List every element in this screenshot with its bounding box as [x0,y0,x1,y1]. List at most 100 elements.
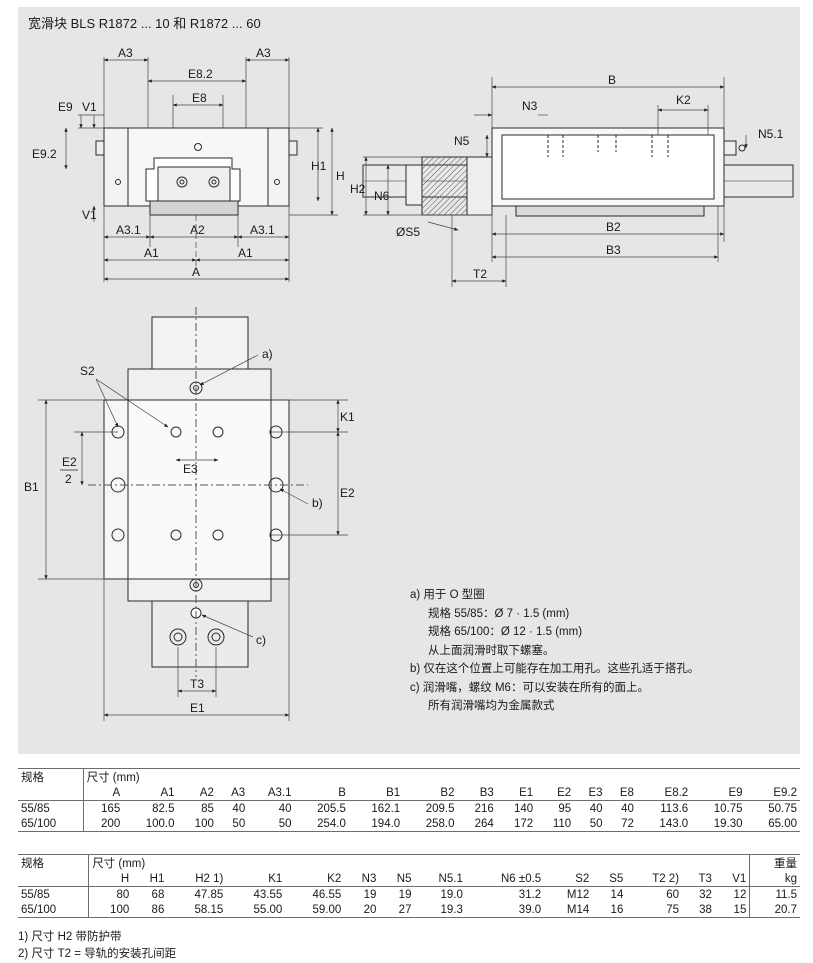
footnote-1: 1) 尺寸 H2 带防护带 [18,931,122,943]
table1-value-cell: 194.0 [348,816,404,832]
svg-text:B1: B1 [24,480,39,494]
table2-value-cell: 86 [132,902,168,918]
table1-col-header: E2 [557,786,572,799]
top-view [88,307,308,677]
table1-value-cell: 72 [605,816,637,832]
top-view-labels: a) S2 K1 E2 2 B1 E3 b) E2 c) T3 E1 [24,347,355,715]
svg-text:E8.2: E8.2 [188,67,213,81]
front-view-labels: A3 A3 E8.2 E8 E9 V1 E9.2 H1 H V1 A3.1 A2… [32,46,345,279]
svg-text:E9.2: E9.2 [32,147,57,161]
table2-value-cell: 46.55 [285,886,345,902]
figure-notes: a) 用于 O 型圈 规格 55/85：Ø 7 · 1.5 (mm) 规格 65… [410,586,699,716]
table2-weight-header: 重量 [749,854,800,871]
svg-text:A3.1: A3.1 [116,223,141,237]
front-view-dims [64,57,338,282]
table2-value-cell: 59.00 [285,902,345,918]
table2-col-header: K1 [268,872,283,885]
drawing-canvas: A3 A3 E8.2 E8 E9 V1 E9.2 H1 H V1 A3.1 A2… [24,46,794,721]
table2-col-header: V1 [732,872,747,885]
table1-value-cell: 205.5 [294,800,349,816]
table2-value-cell: 43.55 [226,886,286,902]
table1-value-cell: 264 [457,816,497,832]
table1-col-header: B2 [440,786,455,799]
svg-text:A3: A3 [256,46,271,60]
table1-col-header: B1 [386,786,401,799]
table1-value-cell: 143.0 [636,816,692,832]
table2-size-cell: 65/100 [18,902,89,918]
svg-text:S2: S2 [80,364,95,378]
svg-text:E2: E2 [340,486,355,500]
table1-value-cell: 50 [248,816,295,832]
svg-text:A2: A2 [190,223,205,237]
table1-value-cell: 172 [496,816,537,832]
table2-value-cell: 39.0 [465,902,545,918]
table1-value-cell: 113.6 [636,800,692,816]
table1-value-cell: 50 [216,816,249,832]
table1-value-cell: 85 [177,800,217,816]
table1-unit-header: 尺寸 (mm) [82,768,800,785]
table1-value-cell: 40 [605,800,637,816]
table2-value-cell: 68 [132,886,168,902]
svg-text:K2: K2 [676,93,691,107]
table1-value-cell: 258.0 [403,816,458,832]
table1-size-header: 规格 [18,768,84,785]
svg-text:V1: V1 [82,100,97,114]
svg-text:B2: B2 [606,220,621,234]
note-b: b) 仅在这个位置上可能存在加工用孔。这些孔适于搭孔。 [410,663,700,675]
table1-col-header: E9 [728,786,743,799]
table1-col-header: E3 [588,786,603,799]
note-a-plug: 从上面润滑时取下螺塞。 [428,644,555,657]
table2-value-cell: 80 [88,886,133,902]
svg-text:a): a) [262,347,273,361]
table2-col-header: N5 [396,872,412,885]
table2-size-cell: 55/85 [18,886,89,902]
svg-text:c): c) [256,633,266,647]
table1-value-cell: 40 [248,800,295,816]
table1-value-cell: 110 [536,816,575,832]
svg-text:N5.1: N5.1 [758,127,784,141]
svg-text:T2: T2 [473,267,487,281]
table1-value-cell: 40 [216,800,249,816]
table1-value-cell: 10.75 [691,800,746,816]
table2-value-cell: M14 [544,902,593,918]
table1-value-cell: 82.5 [123,800,178,816]
svg-text:N5: N5 [454,134,470,148]
note-c: c) 润滑嘴，螺纹 M6：可以安装在所有的面上。 [410,681,649,694]
table2-col-header: T3 [698,872,712,885]
top-view-dims [38,354,348,721]
table2-value-cell: 12 [714,886,750,902]
table2-value-cell: M12 [544,886,593,902]
side-view-labels: B N3 K2 N5 N5.1 H2 N6 ØS5 B2 B3 T2 [350,73,784,281]
table1-col-header: A [82,785,124,801]
table2-value-cell: 14 [592,886,627,902]
footnotes: 1) 尺寸 H2 带防护带 2) 尺寸 T2 = 导轨的安装孔间距 [18,929,176,963]
table2-value-cell: 60 [626,886,683,902]
svg-text:H2: H2 [350,182,366,196]
svg-text:b): b) [312,496,323,510]
table2-value-cell: 27 [379,902,415,918]
table2-col-header: S2 [575,872,590,885]
table1-value-cell: 50 [574,816,606,832]
svg-text:H: H [336,169,345,183]
table2-value-cell: 58.15 [167,902,227,918]
table1-value-cell: 100 [177,816,217,832]
svg-text:T3: T3 [190,677,204,691]
table2-value-cell: 38 [682,902,715,918]
svg-text:A1: A1 [144,246,159,260]
note-c-metal: 所有润滑嘴均为金属款式 [428,700,555,712]
svg-text:A: A [192,265,200,279]
table2-weight-unit: kg [749,871,800,887]
svg-text:B3: B3 [606,243,621,257]
note-a-size2: 规格 65/100：Ø 12 · 1.5 (mm) [428,626,583,638]
table1-col-header: A3.1 [267,786,292,799]
table2-value-cell: 75 [626,902,683,918]
table2-col-header: N6 ±0.5 [500,872,542,885]
table2-value-cell: 47.85 [167,886,227,902]
table1-value-cell: 165 [82,800,124,816]
table2-col-header: T2 2) [652,872,680,885]
table1-col-header: B [338,786,346,799]
